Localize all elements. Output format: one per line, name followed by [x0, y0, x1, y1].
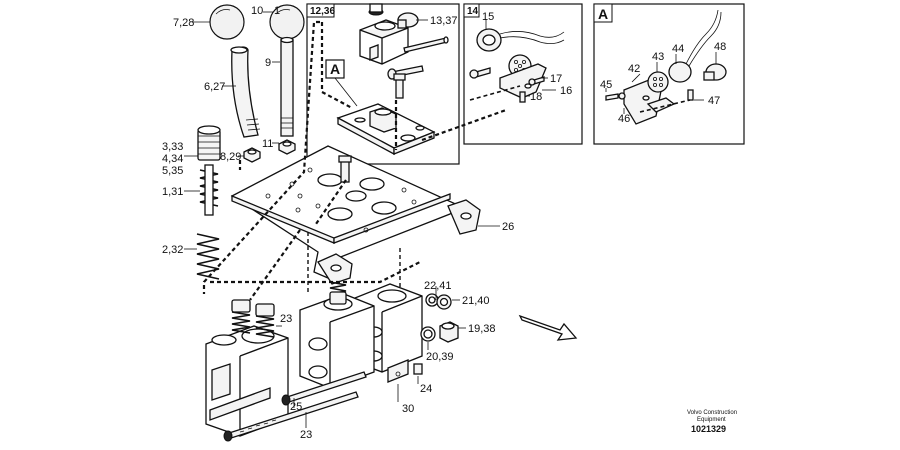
- nut-11: [278, 139, 296, 155]
- callout-1-31: 1,31: [162, 186, 183, 198]
- callout-18: 18: [530, 91, 542, 103]
- callout-A-frame: A: [598, 6, 608, 22]
- callout-9: 9: [265, 57, 271, 69]
- pin-rod: [403, 36, 449, 53]
- plunger-guide: [197, 125, 221, 161]
- callout-A-plate: A: [330, 61, 340, 77]
- callout-1: 1: [274, 5, 280, 17]
- assembly-lines: [202, 20, 521, 301]
- callout-5-35: 5,35: [162, 165, 183, 177]
- callout-43: 43: [652, 51, 664, 63]
- switch-bracket: [499, 63, 547, 99]
- detail-A-screws: [605, 89, 694, 113]
- callout-42: 42: [628, 63, 640, 75]
- callout-19-38: 19,38: [468, 323, 496, 335]
- callout-15: 15: [482, 11, 494, 23]
- callout-13-37: 13,37: [430, 15, 458, 27]
- drawing-number: 1021329: [691, 424, 726, 434]
- mounting-plate: [230, 145, 481, 285]
- callout-26: 26: [502, 221, 514, 233]
- handle-base-plate: [336, 103, 436, 156]
- callout-11: 11: [262, 138, 273, 150]
- callout-47: 47: [708, 95, 720, 107]
- detail-frame-main: 12,36: [306, 3, 460, 165]
- callout-12-36: 12,36: [310, 6, 335, 17]
- detail-A-cap-43: [647, 71, 669, 93]
- credit-line-2: Equipment: [697, 417, 726, 423]
- callout-20-39: 20,39: [426, 351, 454, 363]
- callout-17: 17: [550, 73, 562, 85]
- detail-A-switch-44: [668, 9, 722, 83]
- callout-45: 45: [600, 79, 612, 91]
- callout-46: 46: [618, 113, 630, 125]
- leader-lines: [184, 11, 717, 428]
- tie-rods: [223, 371, 367, 442]
- callout-48: 48: [714, 41, 726, 53]
- nut-8: [243, 147, 261, 163]
- callout-3-33: 3,33: [162, 141, 183, 153]
- credit-block: Volvo Construction Equipment 1021329: [687, 410, 737, 434]
- callout-24: 24: [420, 383, 432, 395]
- callout-23-lower: 23: [300, 429, 312, 441]
- valve-section-middle: [299, 281, 375, 389]
- detail-frame-14: 14: [463, 3, 583, 145]
- plunger-spring-upper: [199, 164, 219, 216]
- switch-body-15: [476, 28, 565, 52]
- detail-A-knob-48: [703, 63, 727, 81]
- credit-line-1: Volvo Construction: [687, 410, 737, 416]
- seal-rings: [413, 293, 459, 375]
- callout-labels: 7,28 10 1 13,37 15 17 18 16 6,27 9 11 8,…: [162, 5, 726, 441]
- knob-left: [209, 4, 245, 40]
- callout-22-41: 22,41: [424, 280, 452, 292]
- callout-10: 10: [251, 5, 263, 17]
- lever-straight: [280, 36, 294, 137]
- plunger-spring-lower: [196, 233, 220, 280]
- plate-A-marker: A: [325, 59, 358, 107]
- handle-housing: [359, 3, 409, 65]
- callout-30: 30: [402, 403, 414, 415]
- callout-8-29: 8,29: [220, 151, 241, 163]
- callout-23-upper: 23: [280, 313, 292, 325]
- knob-13: [397, 12, 419, 29]
- direction-arrow: [518, 314, 578, 341]
- callout-2-32: 2,32: [162, 244, 183, 256]
- bolt-vertical: [393, 73, 406, 99]
- callout-7-28: 7,28: [173, 17, 194, 29]
- callout-6-27: 6,27: [204, 81, 225, 93]
- callout-16: 16: [560, 85, 572, 97]
- callout-21-40: 21,40: [462, 295, 490, 307]
- lever-curved: [230, 46, 261, 138]
- callout-14: 14: [467, 6, 479, 17]
- valve-springs-front: [231, 299, 275, 338]
- callout-25: 25: [290, 401, 302, 413]
- detail-frame-A: A: [593, 3, 745, 145]
- callout-44: 44: [672, 43, 684, 55]
- callout-4-34: 4,34: [162, 153, 183, 165]
